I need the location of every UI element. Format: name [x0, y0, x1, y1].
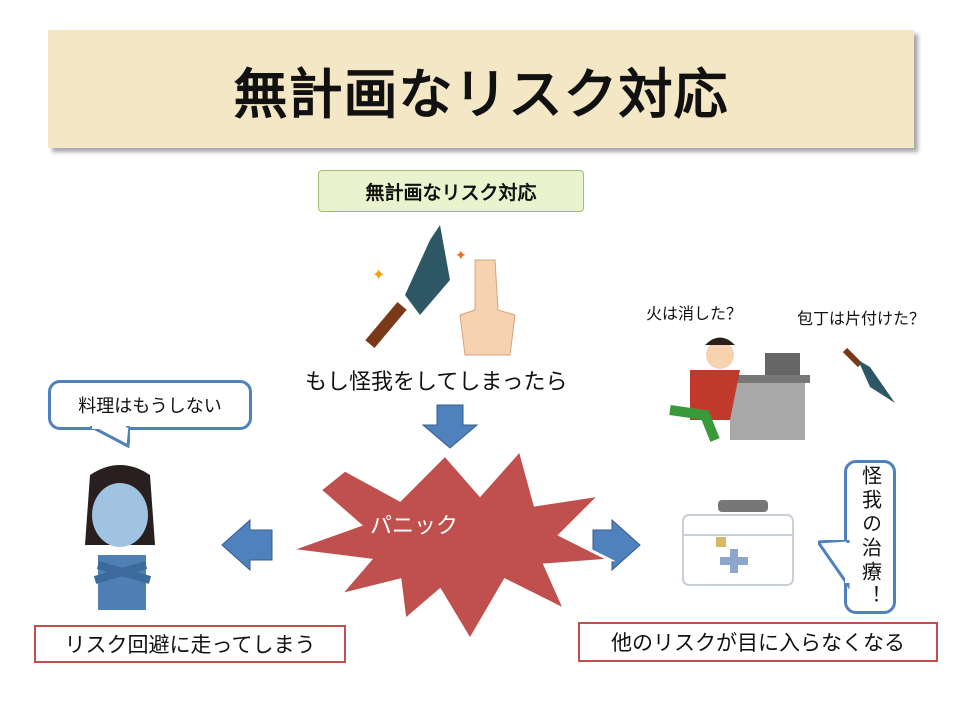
right-arrow: [592, 518, 641, 572]
bubble-tail: [818, 540, 850, 590]
subtitle: 無計画なリスク対応: [365, 181, 537, 204]
left-result-text: リスク回避に走ってしまう: [64, 633, 316, 657]
thought-fire: 火は消した？: [646, 304, 743, 323]
right-result-box: 他のリスクが目に入らなくなる: [578, 622, 938, 662]
knife-icon: [365, 225, 450, 349]
kitchen-panic-illustration: [669, 337, 810, 442]
right-speech-bubble: 怪我の治療！: [844, 460, 896, 614]
panic-burst: [289, 446, 616, 643]
svg-text:✦: ✦: [455, 248, 467, 264]
svg-text:✦: ✦: [372, 265, 385, 284]
left-result-box: リスク回避に走ってしまう: [34, 625, 346, 663]
thought-knife: 包丁は片付けた？: [797, 309, 926, 328]
left-speech-text: 料理はもうしない: [78, 396, 222, 417]
right-result-text: 他のリスクが目に入らなくなる: [611, 631, 905, 655]
title-banner: 無計画なリスク対応: [48, 30, 914, 148]
bubble-tail: [90, 426, 130, 449]
trigger-text: もし怪我をしてしまったら: [305, 370, 568, 395]
knife-icon: [842, 347, 895, 403]
subtitle-scroll: 無計画なリスク対応: [318, 170, 584, 212]
page-title: 無計画なリスク対応: [233, 62, 729, 126]
knife-finger-illustration: ✦✦: [365, 225, 516, 356]
down-arrow: [421, 404, 479, 449]
left-arrow: [221, 518, 273, 572]
right-speech-text: 怪我の治療！: [858, 465, 883, 609]
panic-label: パニック: [370, 514, 459, 539]
left-speech-bubble: 料理はもうしない: [48, 380, 252, 430]
scared-person-illustration: [85, 465, 155, 610]
finger-icon: [459, 259, 516, 356]
first-aid-box-icon: [682, 500, 794, 586]
